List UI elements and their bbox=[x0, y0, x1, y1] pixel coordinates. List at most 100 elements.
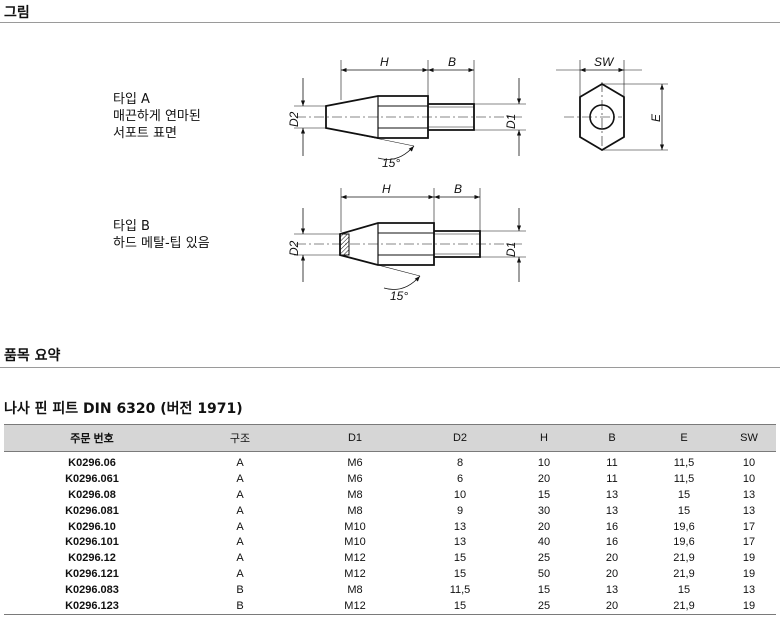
table-cell: 11 bbox=[606, 457, 618, 470]
table-cell: 19 bbox=[742, 567, 756, 580]
table-cell: M8 bbox=[347, 583, 363, 596]
table-cell: 13 bbox=[605, 504, 619, 517]
table-cell: 19,6 bbox=[673, 536, 695, 549]
type-a-side-view bbox=[294, 60, 526, 160]
table-cell: 21,9 bbox=[646, 598, 722, 615]
table-header-row: 주문 번호 구조 D1 D2 H B E SW bbox=[4, 424, 776, 452]
column-header: 구조 bbox=[180, 424, 300, 452]
table-cell: A bbox=[236, 504, 244, 517]
summary-section-title: 품목 요약 bbox=[4, 348, 61, 364]
table-cell: 17 bbox=[742, 520, 756, 533]
table-cell: A bbox=[236, 520, 244, 533]
table-cell: 13 bbox=[605, 488, 619, 501]
column-header: H bbox=[510, 424, 578, 452]
table-cell: 10 bbox=[742, 457, 756, 470]
dim-label-d1: D1 bbox=[504, 242, 518, 257]
table-cell: 15 bbox=[677, 488, 691, 501]
table-cell: 19 bbox=[722, 598, 776, 615]
table-cell: A bbox=[236, 473, 244, 486]
dim-label-e: E bbox=[649, 113, 663, 122]
order-number-cell: K0296.123 bbox=[4, 598, 180, 615]
table-cell: 6 bbox=[456, 473, 464, 486]
column-header: B bbox=[578, 424, 646, 452]
table-cell: 21,9 bbox=[673, 567, 695, 580]
table-cell: B bbox=[180, 598, 300, 615]
table-cell: 20 bbox=[605, 567, 619, 580]
table-cell: 13 bbox=[605, 583, 619, 596]
type-b-side-view bbox=[294, 188, 526, 290]
table-cell: 50 bbox=[537, 567, 551, 580]
table-cell: 15 bbox=[410, 598, 510, 615]
table-cell: M10 bbox=[344, 536, 366, 549]
order-number-cell: K0296.083 bbox=[65, 583, 119, 596]
table-cell: 20 bbox=[578, 598, 646, 615]
type-a-line: 서포트 표면 bbox=[113, 126, 177, 141]
order-number-cell: K0296.101 bbox=[65, 536, 119, 549]
type-a-line: 타입 A bbox=[113, 92, 150, 107]
dim-label-h: H bbox=[380, 55, 389, 69]
order-number-cell: K0296.12 bbox=[68, 552, 116, 565]
table-cell: 25 bbox=[537, 552, 551, 565]
table-cell: A bbox=[236, 457, 244, 470]
table-cell: 8 bbox=[456, 457, 464, 470]
type-b-line: 하드 메탈-팁 있음 bbox=[113, 236, 210, 251]
section-divider bbox=[0, 22, 780, 23]
table-cell: 10 bbox=[742, 473, 756, 486]
drawing-section-title: 그림 bbox=[4, 5, 30, 21]
table-cell: M10 bbox=[344, 520, 366, 533]
table-cell: 13 bbox=[742, 504, 756, 517]
table-cell: 9 bbox=[456, 504, 464, 517]
dim-label-d2: D2 bbox=[287, 111, 301, 127]
column-header: D1 bbox=[300, 424, 410, 452]
table-cell: A bbox=[236, 488, 244, 501]
order-number-cell: K0296.10 bbox=[68, 520, 116, 533]
table-cell: M12 bbox=[344, 552, 366, 565]
order-number-cell: K0296.06 bbox=[68, 457, 116, 470]
table-cell: 11 bbox=[606, 473, 618, 486]
column-header: SW bbox=[722, 424, 776, 452]
table-cell: 15 bbox=[537, 488, 551, 501]
order-number-cell: K0296.08 bbox=[68, 488, 116, 501]
dim-label-b: B bbox=[454, 182, 462, 196]
dim-label-b: B bbox=[448, 55, 456, 69]
table-cell: 15 bbox=[677, 504, 691, 517]
dim-label-d2: D2 bbox=[287, 240, 301, 256]
table-cell: 17 bbox=[742, 536, 756, 549]
table-cell: M6 bbox=[347, 473, 363, 486]
column-header: E bbox=[646, 424, 722, 452]
column-header: D2 bbox=[410, 424, 510, 452]
table-cell: 11,5 bbox=[673, 457, 695, 470]
table-cell: 11,5 bbox=[673, 473, 695, 486]
table-cell: M8 bbox=[347, 504, 363, 517]
table-cell: 11,5 bbox=[449, 583, 471, 596]
dim-label-sw: SW bbox=[594, 55, 615, 69]
type-a-label: 타입 A 매끈하게 연마된 서포트 표면 bbox=[113, 91, 201, 142]
technical-drawing: H B D2 D1 15° SW E bbox=[287, 55, 668, 303]
table-cell: B bbox=[236, 583, 244, 596]
table-cell: M8 bbox=[347, 488, 363, 501]
table-cell: 25 bbox=[510, 598, 578, 615]
column-header: 주문 번호 bbox=[4, 424, 180, 452]
section-divider bbox=[0, 367, 780, 368]
dim-label-d1: D1 bbox=[504, 114, 518, 129]
table-cell: 19,6 bbox=[673, 520, 695, 533]
dim-label-h: H bbox=[382, 182, 391, 196]
hex-end-view bbox=[556, 60, 668, 152]
table-cell: 21,9 bbox=[673, 552, 695, 565]
table-cell: A bbox=[236, 552, 244, 565]
order-number-cell: K0296.061 bbox=[65, 473, 119, 486]
dim-label-angle: 15° bbox=[390, 289, 408, 303]
table-cell: 13 bbox=[742, 583, 756, 596]
type-a-line: 매끈하게 연마된 bbox=[113, 109, 201, 124]
table-cell: 13 bbox=[453, 520, 467, 533]
table-cell: 16 bbox=[605, 536, 619, 549]
table-cell: 10 bbox=[453, 488, 467, 501]
